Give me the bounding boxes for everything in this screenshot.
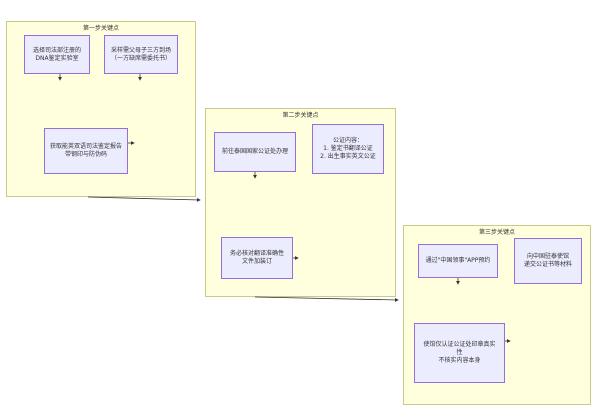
node-notary-content: 公证内容： 1. 鉴定书翻译公证 2. 出生事实英文公证 [312,124,384,174]
edge-cluster2-to-cluster3 [254,296,399,302]
cluster-title-step-1: 第一步关键点 [82,25,119,32]
node-submit-to-embassy: 向中国驻泰使馆 递交公证书等材料 [514,238,582,284]
edge-cluster1-to-cluster2 [87,196,201,202]
node-check-translation: 务必核对翻译准确性 文件加装订 [221,237,293,279]
cluster-title-step-2: 第二步关键点 [282,112,319,119]
node-choose-lab: 选择司法部注册的 DNA鉴定实验室 [24,35,90,74]
node-app-appointment: 通过"中国领事"APP预约 [418,244,498,278]
node-three-party-sampling: 采样需父母子三方到场 （一方缺席需委托书） [104,35,178,74]
node-bilingual-report: 获取能英双语司法鉴定报告 带钢印与防伪码 [44,128,128,174]
cluster-title-step-3: 第三步关键点 [478,229,515,236]
node-visit-notary-office: 前往泰国国家公证处办理 [214,132,296,172]
node-embassy-verification-note: 使馆仅认证公证处印章真实 性 不核实内容本身 [414,323,505,383]
